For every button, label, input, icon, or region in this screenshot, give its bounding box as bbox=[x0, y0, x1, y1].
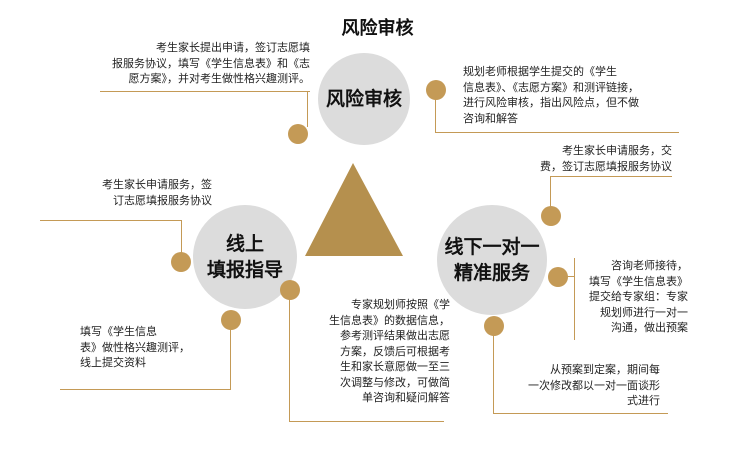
connector-dot bbox=[426, 80, 446, 100]
online-top-text: 考生家长申请服务，签 订志愿填报服务协议 bbox=[62, 177, 212, 208]
text-line: 愿方案》，并对考生做性格兴趣测评。 bbox=[128, 72, 311, 85]
connector-line bbox=[550, 176, 672, 177]
node-online-line1: 线上 bbox=[225, 233, 264, 255]
connector-dot bbox=[221, 310, 241, 330]
connector-dot bbox=[171, 252, 191, 272]
node-offline-line1: 线下一对一 bbox=[444, 236, 540, 258]
offline-bottom-text: 从预案到定案，期间每 一次修改都以一对一面谈形 式进行 bbox=[500, 362, 660, 409]
node-risk-review: 风险审核 bbox=[318, 53, 410, 145]
text-line: 考生家长提出申请，签订志愿填 bbox=[156, 41, 310, 54]
connector-line bbox=[289, 299, 290, 421]
connector-line bbox=[493, 335, 494, 413]
text-line: 式进行 bbox=[627, 394, 660, 407]
risk-left-text: 考生家长提出申请，签订志愿填 报服务协议，填写《学生信息表》和《志 愿方案》，并… bbox=[100, 40, 310, 87]
text-line: 订志愿填报服务协议 bbox=[113, 193, 212, 207]
connector-dot bbox=[280, 280, 300, 300]
triangle-shape bbox=[305, 163, 403, 256]
text-line: 规划老师根据学生提交的《学生 bbox=[463, 65, 617, 78]
connector-line bbox=[435, 99, 436, 132]
offline-top-text: 考生家长申请服务，交 费，签订志愿填报服务协议 bbox=[500, 143, 672, 174]
connector-line bbox=[567, 276, 575, 277]
text-line: 方案，反馈后可根据考 bbox=[340, 344, 450, 358]
connector-dot bbox=[484, 316, 504, 336]
node-offline-line2: 精准服务 bbox=[453, 262, 530, 284]
node-online-guidance: 线上 填报指导 bbox=[193, 205, 297, 309]
text-line: 提交给专家组：专家 bbox=[589, 290, 688, 303]
text-line: 考生家长申请服务，签 bbox=[102, 178, 212, 191]
connector-line bbox=[307, 91, 308, 127]
text-line: 参考测评结果做出志愿 bbox=[340, 329, 450, 342]
risk-right-text: 规划老师根据学生提交的《学生 信息表》、《志愿方案》和测评链接， 进行风险审核，… bbox=[463, 64, 675, 126]
text-line: 填写《学生信息表》 bbox=[589, 274, 688, 288]
text-line: 专家规划师按照《学 bbox=[351, 298, 450, 311]
text-line: 次调整与修改，可做简 bbox=[340, 375, 450, 389]
connector-dot bbox=[288, 124, 308, 144]
text-line: 规划师进行一对一 bbox=[600, 305, 688, 319]
connector-line bbox=[550, 176, 551, 208]
text-line: 填写《学生信息 bbox=[80, 325, 157, 338]
text-line: 信息表》、《志愿方案》和测评链接， bbox=[463, 80, 639, 94]
text-line: 生信息表》的数据信息， bbox=[329, 313, 450, 327]
connector-dot bbox=[541, 206, 561, 226]
diagram-title: 风险审核 bbox=[341, 18, 414, 39]
connector-line bbox=[40, 220, 182, 221]
text-line: 沟通，做出预案 bbox=[611, 321, 688, 334]
text-line: 生和家长意愿做一至三 bbox=[340, 360, 450, 373]
text-line: 表》做性格兴趣测评， bbox=[80, 340, 190, 354]
text-line: 费，签订志愿填报服务协议 bbox=[540, 159, 672, 173]
node-risk-label: 风险审核 bbox=[325, 88, 402, 110]
node-offline-service: 线下一对一 精准服务 bbox=[437, 205, 547, 315]
connector-line bbox=[60, 389, 231, 390]
text-line: 报服务协议，填写《学生信息表》和《志 bbox=[112, 56, 310, 70]
connector-line bbox=[493, 413, 668, 414]
online-bottom-text: 填写《学生信息 表》做性格兴趣测评， 线上提交资料 bbox=[80, 324, 230, 371]
connector-line bbox=[181, 220, 182, 253]
connector-line bbox=[435, 132, 679, 133]
connector-line bbox=[230, 329, 231, 389]
connector-dot bbox=[548, 267, 568, 287]
text-line: 进行风险审核，指出风险点，但不做 bbox=[463, 96, 639, 109]
text-line: 咨询和解答 bbox=[463, 111, 518, 125]
text-line: 单咨询和疑问解答 bbox=[362, 391, 450, 404]
text-line: 从预案到定案，期间每 bbox=[550, 363, 660, 376]
text-line: 咨询老师接待， bbox=[611, 259, 688, 272]
connector-line bbox=[100, 91, 310, 92]
node-online-line2: 填报指导 bbox=[206, 259, 283, 281]
connector-line bbox=[574, 258, 575, 340]
center-bottom-text: 专家规划师按照《学 生信息表》的数据信息， 参考测评结果做出志愿 方案，反馈后可… bbox=[300, 297, 450, 406]
text-line: 一次修改都以一对一面谈形 bbox=[528, 378, 660, 392]
offline-right-text: 咨询老师接待， 填写《学生信息表》 提交给专家组：专家 规划师进行一对一 沟通，… bbox=[573, 258, 688, 336]
text-line: 线上提交资料 bbox=[80, 356, 146, 369]
text-line: 考生家长申请服务，交 bbox=[562, 144, 672, 157]
connector-line bbox=[289, 421, 444, 422]
